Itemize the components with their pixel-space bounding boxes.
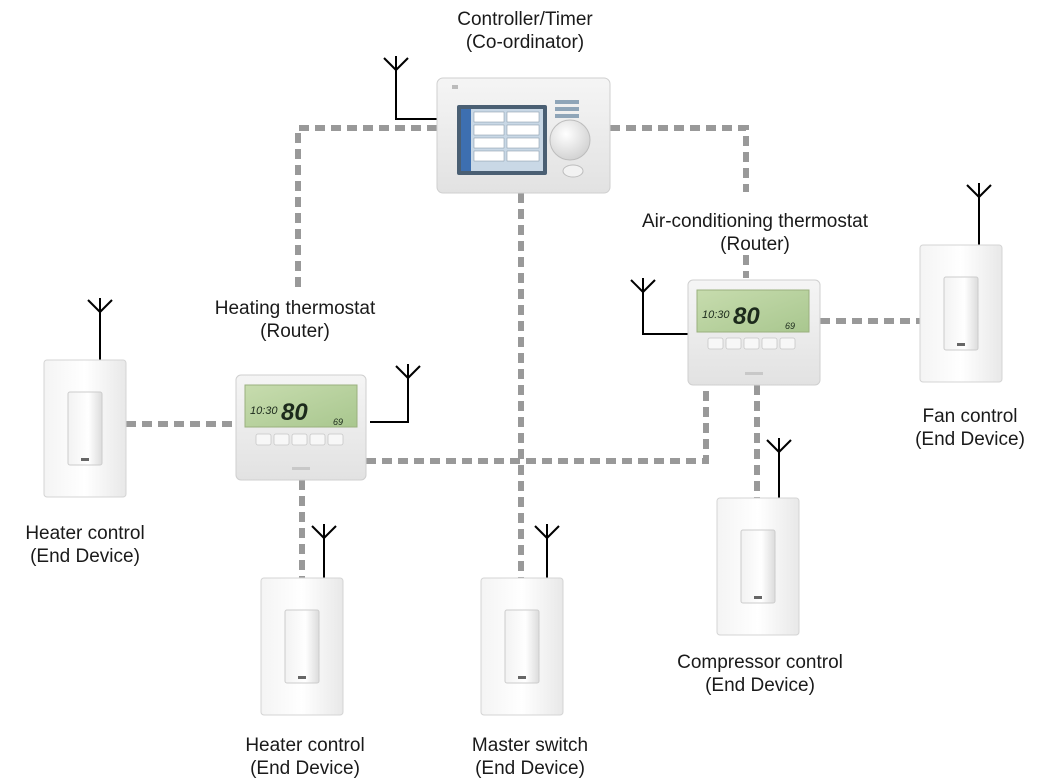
antenna-icon: [370, 364, 421, 423]
ac-thermostat-label: Air-conditioning thermostat (Router): [590, 210, 920, 256]
heater-control-left-label: Heater control (End Device): [0, 522, 170, 568]
heating-thermostat-label: Heating thermostat (Router): [170, 297, 420, 343]
heater-control-left-switch: [43, 359, 127, 498]
controller-device: [436, 77, 611, 194]
thermostat-setpoint: 69: [333, 417, 343, 427]
master-switch-label: Master switch (End Device): [440, 734, 620, 780]
antenna-icon: [534, 524, 560, 578]
heater-control-bottom-label: Heater control (End Device): [215, 734, 395, 780]
device-role: (End Device): [475, 758, 585, 779]
device-name: Air-conditioning thermostat: [642, 211, 868, 232]
fan-control-label: Fan control (End Device): [895, 405, 1045, 451]
device-role: (Router): [260, 321, 330, 342]
link-heating-thermostat-ac-thermostat: [366, 385, 709, 464]
antenna-icon: [766, 438, 792, 498]
network-links: [126, 125, 920, 578]
controller-label: Controller/Timer (Co-ordinator): [410, 8, 640, 54]
device-name: Controller/Timer: [457, 9, 593, 30]
thermostat-temperature: 80: [281, 399, 308, 426]
thermostat-time: 10:30: [250, 405, 278, 417]
device-name: Heater control: [25, 523, 145, 544]
antennas: [87, 56, 992, 578]
thermostat-setpoint: 69: [785, 321, 795, 331]
device-role: (Co-ordinator): [465, 32, 585, 53]
device-role: (End Device): [705, 675, 815, 696]
link-controller-heating-thermostat: [295, 125, 437, 290]
thermostat-temperature: 80: [733, 303, 760, 330]
device-name: Heating thermostat: [214, 298, 376, 319]
antenna-icon: [630, 278, 688, 335]
device-role: (End Device): [250, 758, 360, 779]
heater-control-bottom-switch: [260, 577, 344, 716]
device-name: Fan control: [922, 406, 1018, 427]
antenna-icon: [311, 524, 337, 578]
device-name: Heater control: [245, 735, 365, 756]
device-role: (End Device): [915, 429, 1025, 450]
device-name: Master switch: [471, 735, 589, 756]
ac-thermostat-device: 10:30 80 69: [687, 279, 821, 386]
compressor-control-switch: [716, 497, 800, 636]
link-controller-ac-thermostat: [610, 125, 749, 192]
device-name: Compressor control: [677, 652, 843, 673]
fan-control-switch: [919, 244, 1003, 383]
antenna-icon: [87, 298, 113, 360]
device-role: (End Device): [30, 546, 140, 567]
antenna-icon: [383, 56, 437, 120]
thermostat-time: 10:30: [702, 309, 730, 321]
device-role: (Router): [720, 234, 790, 255]
master-switch-device: [480, 577, 564, 716]
heating-thermostat-device: 10:30 80 69: [235, 374, 367, 481]
compressor-control-label: Compressor control (End Device): [640, 651, 880, 697]
antenna-icon: [966, 183, 992, 245]
